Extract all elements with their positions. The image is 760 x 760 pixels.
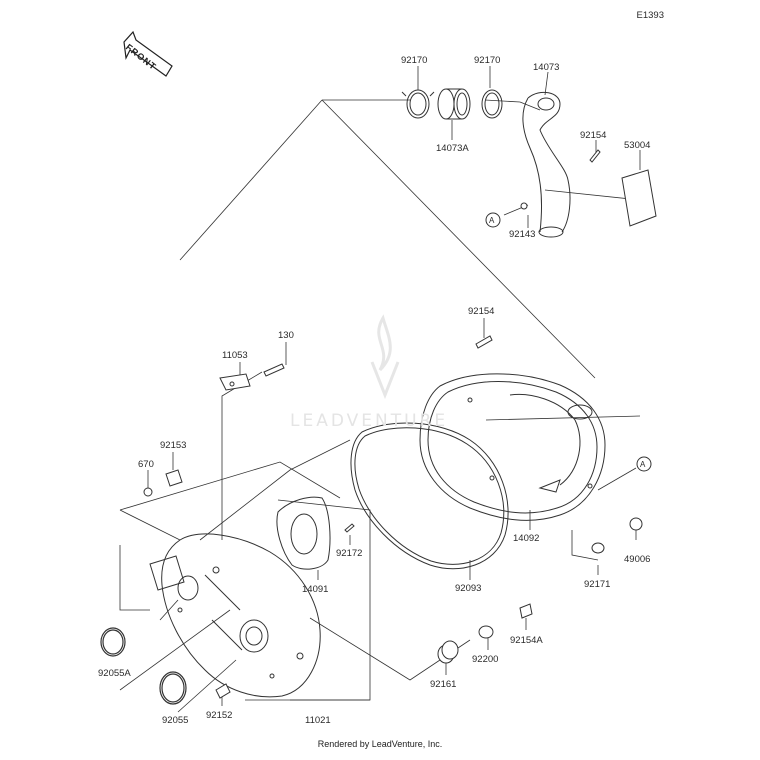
part-label-92154-mid[interactable]: 92154 <box>468 306 495 317</box>
reference-mark-label: A <box>640 460 646 469</box>
part-label-92055[interactable]: 92055 <box>162 715 189 726</box>
part-label-92171[interactable]: 92171 <box>584 579 611 590</box>
leader-lines <box>119 66 641 713</box>
sleeve-icon <box>437 88 471 120</box>
part-label-14091[interactable]: 14091 <box>302 584 329 595</box>
part-label-130[interactable]: 130 <box>278 330 294 341</box>
part-label-11021[interactable]: 11021 <box>305 715 331 726</box>
part-label-92143[interactable]: 92143 <box>509 229 536 240</box>
part-label-92172[interactable]: 92172 <box>336 548 363 559</box>
clamp-right-icon <box>481 89 503 119</box>
part-label-92055a[interactable]: 92055A <box>98 668 131 679</box>
reference-mark-label: A <box>489 216 495 225</box>
washer-icon <box>143 487 494 639</box>
part-label-92093[interactable]: 92093 <box>455 583 482 594</box>
bolt-icon <box>165 335 533 619</box>
inner-cover-icon <box>149 533 321 698</box>
part-label-53004[interactable]: 53004 <box>624 140 651 151</box>
part-label-14073[interactable]: 14073 <box>533 62 560 73</box>
grommet-icon <box>215 517 643 699</box>
watermark-logo <box>370 314 400 400</box>
label-sticker-icon <box>621 169 657 227</box>
clamp-left-icon <box>401 89 435 119</box>
part-label-92152[interactable]: 92152 <box>206 710 233 721</box>
part-label-92154-top[interactable]: 92154 <box>580 130 607 141</box>
credit-text: Rendered by LeadVenture, Inc. <box>317 739 443 749</box>
gasket-ring-icon <box>350 422 509 570</box>
part-label-11053[interactable]: 11053 <box>222 350 248 361</box>
part-label-92170-b[interactable]: 92170 <box>474 55 501 66</box>
watermark-text: LEADVENTURE <box>290 411 449 431</box>
screw-icon <box>520 149 601 210</box>
reference-mark-icon <box>485 212 652 472</box>
o-ring-icon <box>100 627 187 705</box>
part-label-92200[interactable]: 92200 <box>472 654 499 665</box>
diagram-id: E1393 <box>636 10 664 21</box>
part-label-92153[interactable]: 92153 <box>160 440 187 451</box>
seal-plate-icon <box>276 496 331 570</box>
part-label-92161[interactable]: 92161 <box>430 679 457 690</box>
intake-duct-icon <box>522 91 571 238</box>
part-label-92154a[interactable]: 92154A <box>510 635 543 646</box>
part-label-670[interactable]: 670 <box>138 459 154 470</box>
part-label-14092[interactable]: 14092 <box>513 533 540 544</box>
part-label-14073a[interactable]: 14073A <box>436 143 469 154</box>
bracket-icon <box>219 373 251 391</box>
front-arrow-icon <box>123 30 173 77</box>
part-label-92170-a[interactable]: 92170 <box>401 55 428 66</box>
outer-cover-icon <box>419 373 606 521</box>
part-label-49006[interactable]: 49006 <box>624 554 651 565</box>
